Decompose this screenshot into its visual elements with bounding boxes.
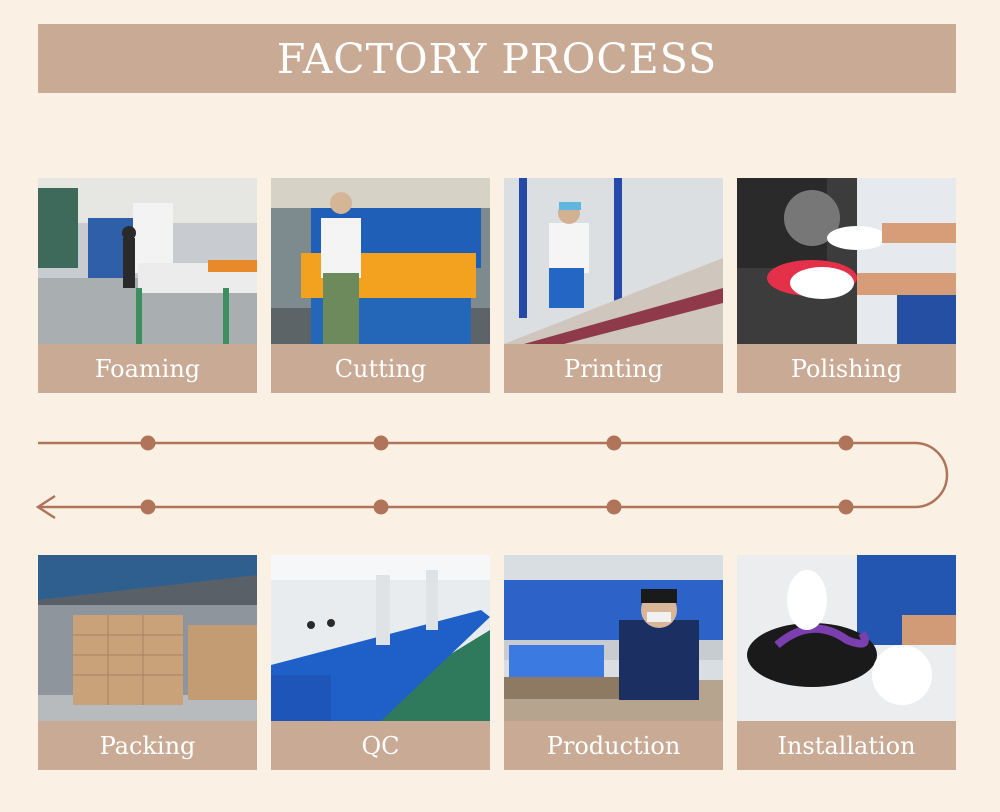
step-card-production: Production <box>504 555 723 770</box>
flow-dot-printing <box>606 435 622 451</box>
step-label-packing: Packing <box>99 731 196 760</box>
header-banner: FACTORY PROCESS <box>38 24 956 93</box>
step-card-printing: Printing <box>504 178 723 393</box>
step-card-qc: QC <box>271 555 490 770</box>
step-label-polishing: Polishing <box>790 354 903 383</box>
packing-photo <box>38 555 257 721</box>
flow-dot-foaming <box>140 435 156 451</box>
step-label-qc: QC <box>361 731 400 760</box>
foaming-photo <box>38 178 257 344</box>
printing-photo <box>504 178 723 344</box>
page-title: FACTORY PROCESS <box>276 34 718 83</box>
step-card-packing: Packing <box>38 555 257 770</box>
flow-dot-cutting <box>373 435 389 451</box>
qc-photo <box>271 555 490 721</box>
flow-arrowhead <box>35 494 56 520</box>
step-label-printing: Printing <box>564 354 663 383</box>
process-flow <box>0 420 1000 530</box>
installation-photo <box>737 555 956 721</box>
step-card-cutting: Cutting <box>271 178 490 393</box>
flow-dot-packing <box>140 499 156 515</box>
production-photo <box>504 555 723 721</box>
flow-dot-installation <box>838 499 854 515</box>
step-label-foaming: Foaming <box>94 354 201 383</box>
step-card-polishing: Polishing <box>737 178 956 393</box>
flow-dot-polishing <box>838 435 854 451</box>
flow-dot-qc <box>373 499 389 515</box>
step-label-production: Production <box>546 731 681 760</box>
step-label-installation: Installation <box>777 731 916 760</box>
flow-line <box>38 441 949 509</box>
flow-dot-production <box>606 499 622 515</box>
cutting-photo <box>271 178 490 344</box>
step-label-cutting: Cutting <box>334 354 427 383</box>
step-card-installation: Installation <box>737 555 956 770</box>
step-card-foaming: Foaming <box>38 178 257 393</box>
polishing-photo <box>737 178 956 344</box>
